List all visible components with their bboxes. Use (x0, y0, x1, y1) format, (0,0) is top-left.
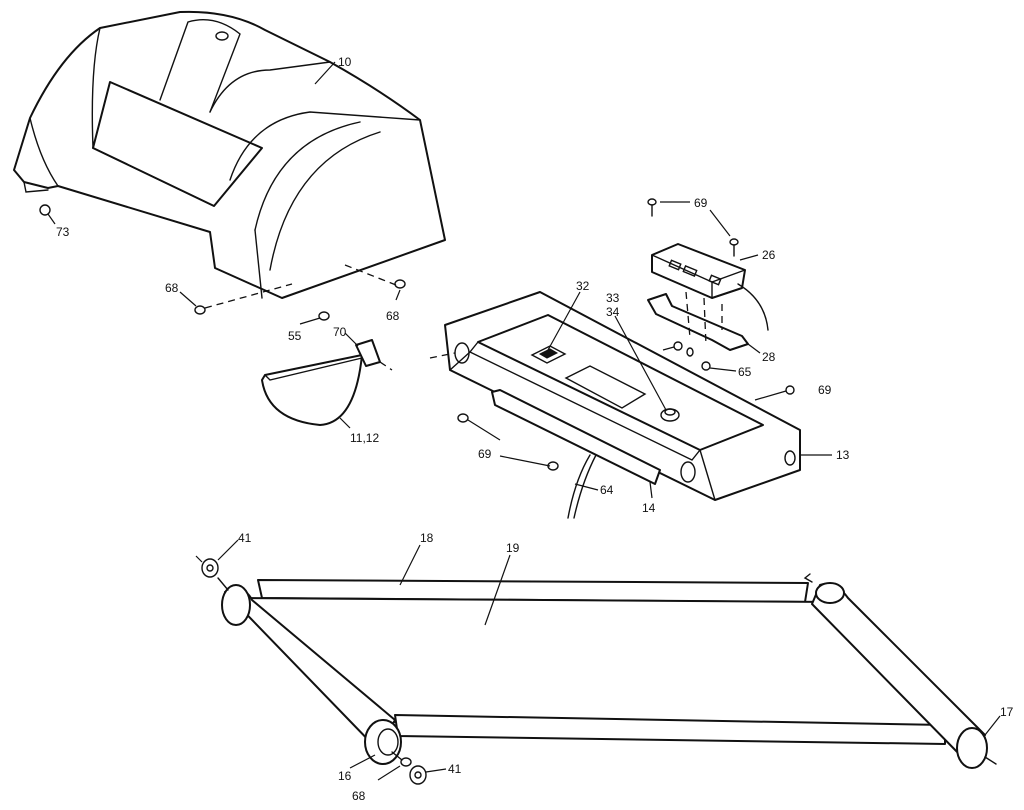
label-65: 65 (738, 365, 752, 379)
label-73: 73 (56, 225, 70, 239)
label-41-top: 41 (238, 531, 252, 545)
label-13: 13 (836, 448, 850, 462)
label-68-axle: 68 (352, 789, 366, 803)
label-70: 70 (333, 325, 347, 339)
grommet-73 (39, 204, 56, 225)
hood-screws (179, 264, 406, 325)
label-33: 33 (606, 291, 620, 305)
label-26: 26 (762, 248, 776, 262)
label-69-top: 69 (694, 196, 708, 210)
label-18: 18 (420, 531, 434, 545)
motor-hood (13, 10, 446, 299)
label-32: 32 (576, 279, 590, 293)
console-base (429, 291, 832, 519)
label-69-bottom: 69 (478, 447, 492, 461)
label-28: 28 (762, 350, 776, 364)
label-19: 19 (506, 541, 520, 555)
lower-shield (261, 332, 393, 426)
label-10: 10 (338, 55, 352, 69)
label-17: 17 (1000, 705, 1014, 719)
label-41-bottom: 41 (448, 762, 462, 776)
label-68-hood-right: 68 (386, 309, 400, 323)
belt-assembly (195, 539, 1001, 785)
label-11-12: 11,12 (350, 431, 379, 445)
display-module (647, 198, 769, 372)
label-68-hood-left: 68 (165, 281, 179, 295)
label-69-right: 69 (818, 383, 832, 397)
label-16: 16 (338, 769, 352, 783)
label-14: 14 (642, 501, 656, 515)
label-64: 64 (600, 483, 614, 497)
label-55: 55 (288, 329, 302, 343)
label-34: 34 (606, 305, 620, 319)
